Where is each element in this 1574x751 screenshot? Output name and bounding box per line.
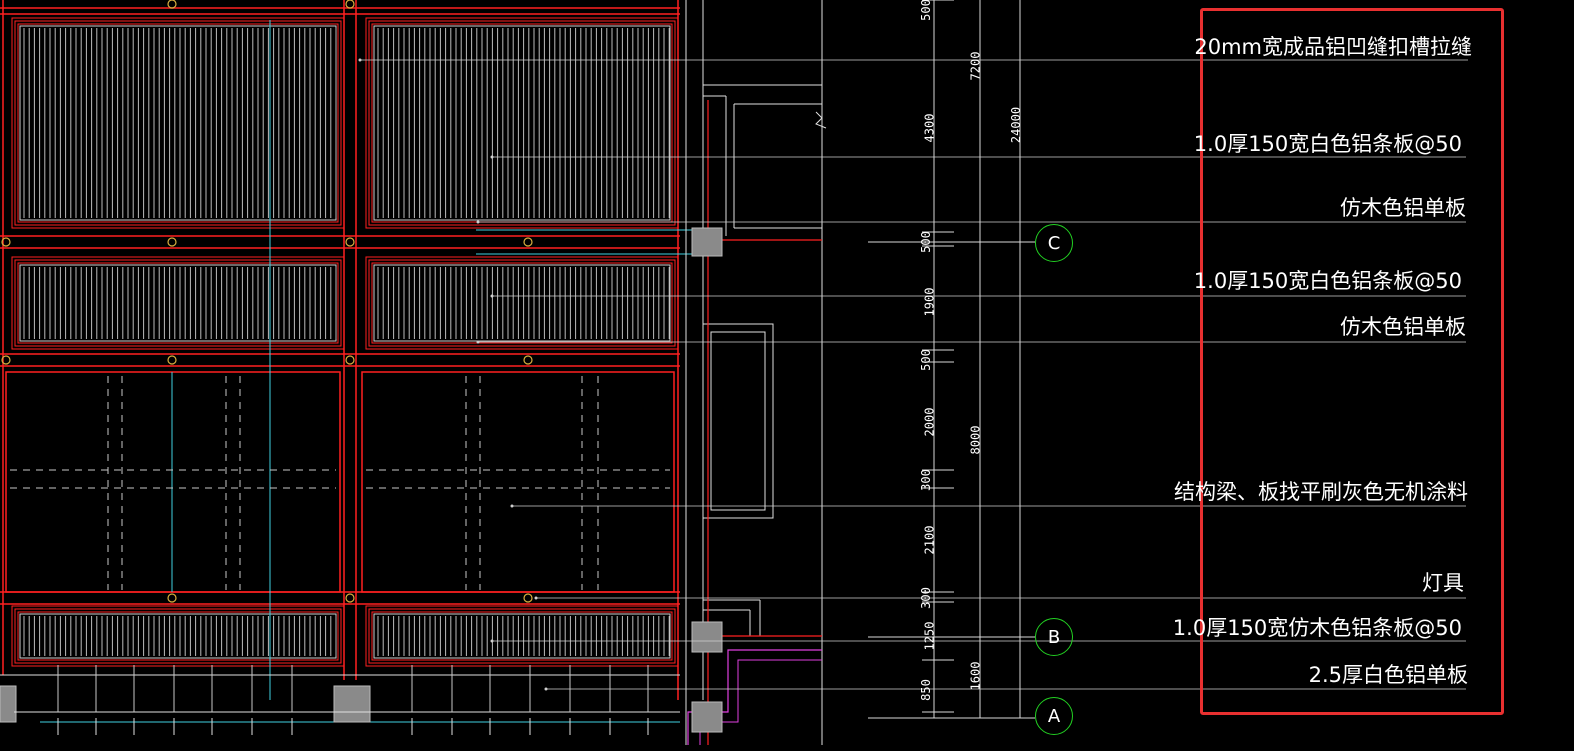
- leader-dot: [534, 596, 538, 600]
- grid-label-c[interactable]: C: [1035, 224, 1073, 262]
- panel-bottom-right-border: [373, 613, 671, 659]
- break-line-symbol: [815, 111, 827, 129]
- dimension-segment-text: 300: [918, 469, 933, 491]
- section-recess-inner: [710, 331, 766, 511]
- dimension-segment-text: 850: [918, 679, 933, 701]
- dimension-segment-text: 1900: [922, 287, 937, 317]
- column-section: [0, 685, 17, 723]
- light-fixture-symbol: [345, 355, 355, 365]
- annotation-aluminum-groove-joint[interactable]: 20mm宽成品铝凹缝扣槽拉缝: [1194, 35, 1472, 59]
- leader-dot: [476, 340, 480, 344]
- panel-mid-right-outline: [371, 262, 673, 344]
- annotation-light-fixture[interactable]: 灯具: [1422, 571, 1464, 595]
- annotation-wood-aluminum-panel-2[interactable]: 仿木色铝单板: [1340, 315, 1466, 339]
- dimension-segment-text: 500: [918, 0, 933, 21]
- panel-mid-right-outline: [365, 256, 679, 350]
- panel-bottom-right-outline: [368, 608, 676, 664]
- dimension-segment-text: 4300: [922, 113, 937, 143]
- annotation-wood-aluminum-panel-1[interactable]: 仿木色铝单板: [1340, 196, 1466, 220]
- panel-mid-left-border: [19, 264, 337, 342]
- grid-label-b[interactable]: B: [1035, 618, 1073, 656]
- leader-dot: [510, 504, 514, 508]
- dimension-group-text: 1600: [968, 661, 983, 691]
- panel-top-left-outline: [17, 23, 339, 223]
- panel-top-right-outline: [371, 23, 673, 223]
- panel-top-right-border: [373, 25, 671, 221]
- dashed-structure-lines: [10, 376, 670, 590]
- light-fixture-symbol: [345, 593, 355, 603]
- annotation-white-aluminum-panel[interactable]: 2.5厚白色铝单板: [1308, 663, 1468, 687]
- dimension-group-text: 8000: [968, 425, 983, 455]
- panel-bottom-right-outline: [371, 611, 673, 661]
- annotation-white-aluminum-strip-1[interactable]: 1.0厚150宽白色铝条板@50: [1193, 132, 1462, 156]
- light-fixture-symbol: [1, 355, 11, 365]
- panel-mid-right-outline: [368, 259, 676, 347]
- annotation-highlight-box: [1200, 8, 1504, 715]
- dimension-total-text: 24000: [1009, 106, 1024, 144]
- light-fixture-symbol: [523, 237, 533, 247]
- magenta-line: [687, 649, 822, 745]
- light-fixture-symbol: [167, 237, 177, 247]
- panel-mid-left-outline: [17, 262, 339, 344]
- annotation-wood-aluminum-strip[interactable]: 1.0厚150宽仿木色铝条板@50: [1172, 616, 1462, 640]
- panel-bottom-left-outline: [17, 611, 339, 661]
- light-fixture-symbol: [523, 355, 533, 365]
- section-recess-outer: [702, 323, 774, 519]
- panel-top-right-outline: [368, 20, 676, 226]
- dimension-segment-text: 300: [918, 587, 933, 609]
- panel-bottom-left-border: [19, 613, 337, 659]
- light-fixture-symbol: [345, 0, 355, 9]
- ceiling-panels: [11, 17, 679, 667]
- panel-bottom-right-outline: [365, 605, 679, 667]
- panel-top-left-outline: [14, 20, 342, 226]
- dimension-group-text: 7200: [968, 51, 983, 81]
- column-section: [691, 621, 723, 653]
- ceiling-frame-lines: [0, 0, 700, 723]
- light-fixture-symbol: [523, 593, 533, 603]
- panel-bottom-left-outline: [14, 608, 342, 664]
- panel-mid-left-outline: [14, 259, 342, 347]
- dimension-segment-text: 500: [918, 349, 933, 371]
- dimension-segment-text: 2000: [922, 407, 937, 437]
- column-section: [691, 701, 723, 733]
- dimension-segment-text: 1250: [922, 621, 937, 651]
- annotation-white-aluminum-strip-2[interactable]: 1.0厚150宽白色铝条板@50: [1193, 269, 1462, 293]
- panel-mid-right-border: [373, 264, 671, 342]
- leader-dot: [490, 155, 494, 159]
- leader-dot: [476, 220, 480, 224]
- annotation-structure-gray-coating[interactable]: 结构梁、板找平刷灰色无机涂料: [1174, 480, 1468, 504]
- light-fixture-symbol: [1, 237, 11, 247]
- slab-outline-right: [361, 371, 675, 593]
- light-fixture-symbol: [167, 355, 177, 365]
- slab-outline-left: [5, 371, 341, 593]
- light-fixture-symbol: [345, 237, 355, 247]
- leader-dot: [544, 687, 548, 691]
- column-section: [333, 685, 371, 723]
- leader-dot: [358, 58, 362, 62]
- panel-top-right-outline: [365, 17, 679, 229]
- grid-label-a[interactable]: A: [1035, 697, 1073, 735]
- leader-dot: [490, 639, 494, 643]
- leader-dot: [490, 294, 494, 298]
- column-section: [691, 227, 723, 257]
- light-fixture-symbol: [167, 0, 177, 9]
- light-fixture-symbol: [167, 593, 177, 603]
- panel-top-left-border: [19, 25, 337, 221]
- section-elevation: [0, 0, 827, 745]
- leader-lines: [358, 58, 1468, 691]
- dimension-segment-text: 500: [918, 231, 933, 253]
- dimension-segment-text: 2100: [922, 525, 937, 555]
